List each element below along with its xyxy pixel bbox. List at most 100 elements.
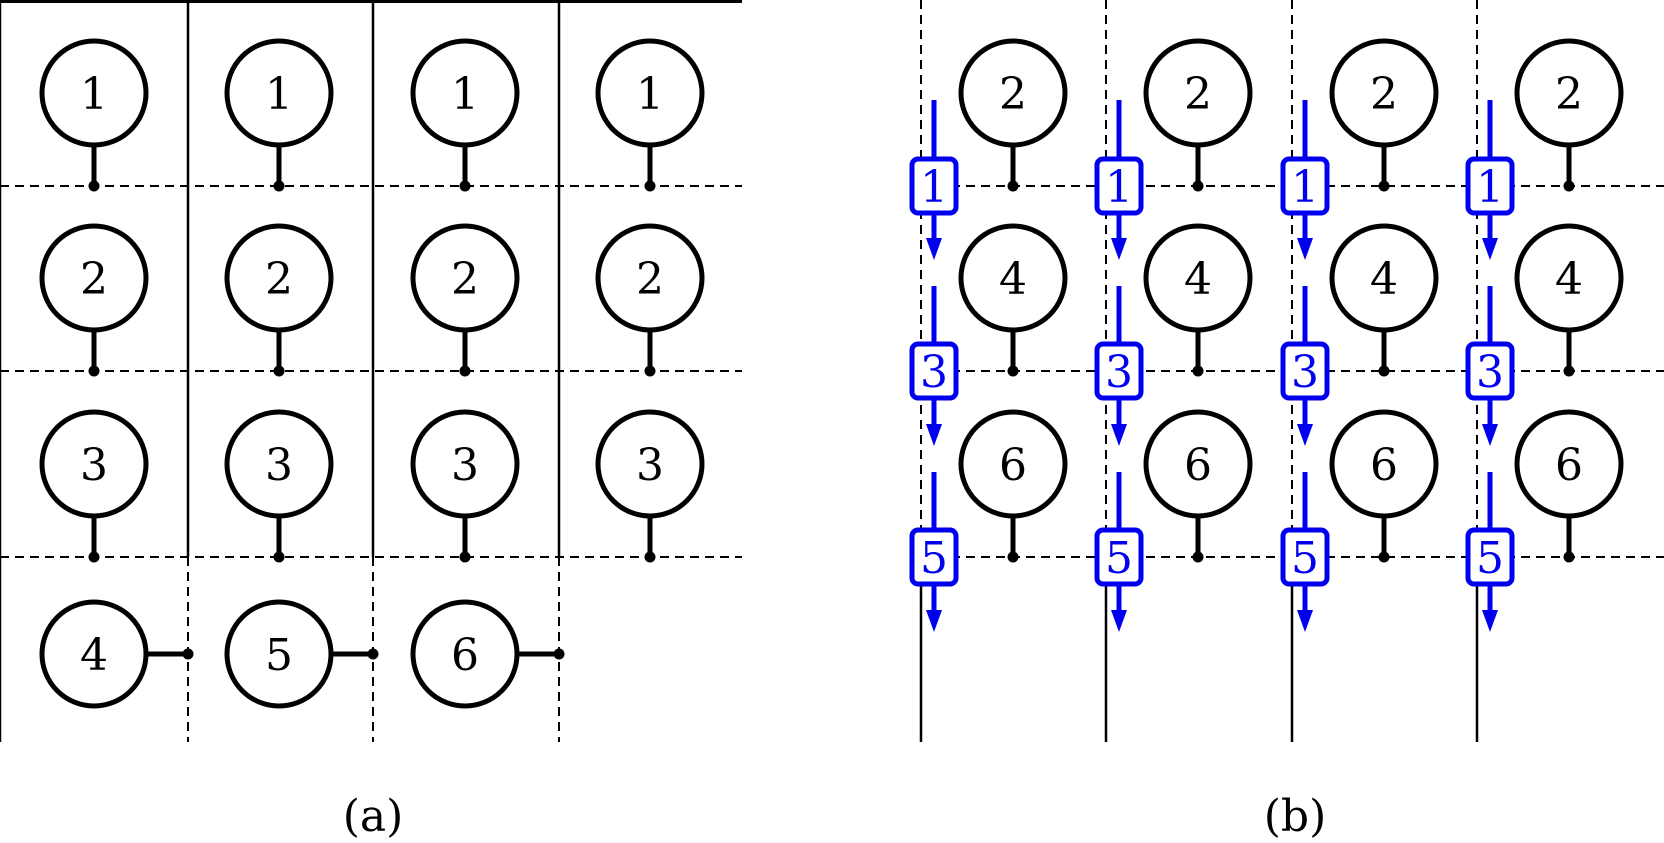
node-label: 5 [265, 630, 293, 681]
node-label: 4 [1555, 254, 1583, 305]
node-circle [224, 599, 334, 709]
step-label: 1 [1105, 162, 1133, 213]
node-label: 2 [1370, 69, 1398, 120]
node-label: 2 [999, 69, 1027, 120]
node-label: 6 [451, 630, 479, 681]
connector-dot [1007, 180, 1019, 192]
node-circle [595, 409, 705, 519]
arrow-head [926, 424, 942, 446]
node-label: 6 [1184, 440, 1212, 491]
node-label: 3 [80, 440, 108, 491]
connector-dot [1192, 551, 1204, 563]
connector-dot [273, 551, 285, 563]
node-circle [224, 38, 334, 148]
connector-dot [1378, 180, 1390, 192]
step-box [1094, 341, 1144, 401]
node-circle [958, 223, 1068, 333]
node-label: 6 [1370, 440, 1398, 491]
node-label: 2 [1555, 69, 1583, 120]
step-label: 3 [1476, 347, 1504, 398]
node-label: 3 [451, 440, 479, 491]
connector-dot [273, 365, 285, 377]
step-label: 5 [1105, 533, 1133, 584]
connector-dot [459, 551, 471, 563]
node-label: 2 [451, 254, 479, 305]
node-circle [595, 38, 705, 148]
connector-dot [644, 180, 656, 192]
step-box [909, 527, 959, 587]
connector-dot [553, 648, 565, 660]
node-label: 3 [636, 440, 664, 491]
step-label: 5 [1476, 533, 1504, 584]
node-circle [1143, 223, 1253, 333]
node-label: 2 [636, 254, 664, 305]
arrow-head [1297, 610, 1313, 632]
step-box [909, 156, 959, 216]
panel-b-caption: (b) [1264, 791, 1327, 842]
step-box [1094, 527, 1144, 587]
step-box [1465, 527, 1515, 587]
arrow-head [1297, 238, 1313, 260]
node-circle [1514, 38, 1624, 148]
step-box [1465, 156, 1515, 216]
node-label: 6 [999, 440, 1027, 491]
node-circle [1143, 38, 1253, 148]
node-label: 1 [451, 69, 479, 120]
node-circle [410, 223, 520, 333]
step-label: 3 [1105, 347, 1133, 398]
node-circle [410, 599, 520, 709]
step-label: 5 [1291, 533, 1319, 584]
node-circle [39, 223, 149, 333]
node-label: 4 [80, 630, 108, 681]
arrow-head [1111, 238, 1127, 260]
node-label: 2 [1184, 69, 1212, 120]
step-label: 1 [1476, 162, 1504, 213]
node-circle [1329, 223, 1439, 333]
step-label: 1 [920, 162, 948, 213]
step-box [1094, 156, 1144, 216]
node-circle [39, 38, 149, 148]
node-circle [224, 409, 334, 519]
node-label: 1 [80, 69, 108, 120]
node-circle [958, 38, 1068, 148]
node-label: 1 [636, 69, 664, 120]
arrow-head [926, 238, 942, 260]
node-label: 6 [1555, 440, 1583, 491]
node-circle [224, 223, 334, 333]
connector-dot [1563, 180, 1575, 192]
connector-dot [88, 180, 100, 192]
panel-a-caption: (a) [343, 791, 404, 842]
node-circle [958, 409, 1068, 519]
step-box [1280, 341, 1330, 401]
node-circle [1329, 38, 1439, 148]
step-label: 3 [920, 347, 948, 398]
node-label: 3 [265, 440, 293, 491]
connector-dot [644, 365, 656, 377]
step-box [1465, 341, 1515, 401]
connector-dot [1192, 365, 1204, 377]
step-box [909, 341, 959, 401]
connector-dot [1563, 551, 1575, 563]
arrow-head [1482, 238, 1498, 260]
node-circle [595, 223, 705, 333]
connector-dot [182, 648, 194, 660]
connector-dot [1007, 551, 1019, 563]
node-label: 2 [265, 254, 293, 305]
arrow-head [1297, 424, 1313, 446]
connector-dot [459, 180, 471, 192]
node-label: 4 [1370, 254, 1398, 305]
step-label: 5 [920, 533, 948, 584]
connector-dot [1378, 365, 1390, 377]
arrow-head [1111, 424, 1127, 446]
node-circle [39, 409, 149, 519]
node-label: 1 [265, 69, 293, 120]
node-label: 4 [999, 254, 1027, 305]
node-circle [410, 38, 520, 148]
connector-dot [273, 180, 285, 192]
node-circle [1329, 409, 1439, 519]
connector-dot [1192, 180, 1204, 192]
node-circle [1143, 409, 1253, 519]
connector-dot [1563, 365, 1575, 377]
